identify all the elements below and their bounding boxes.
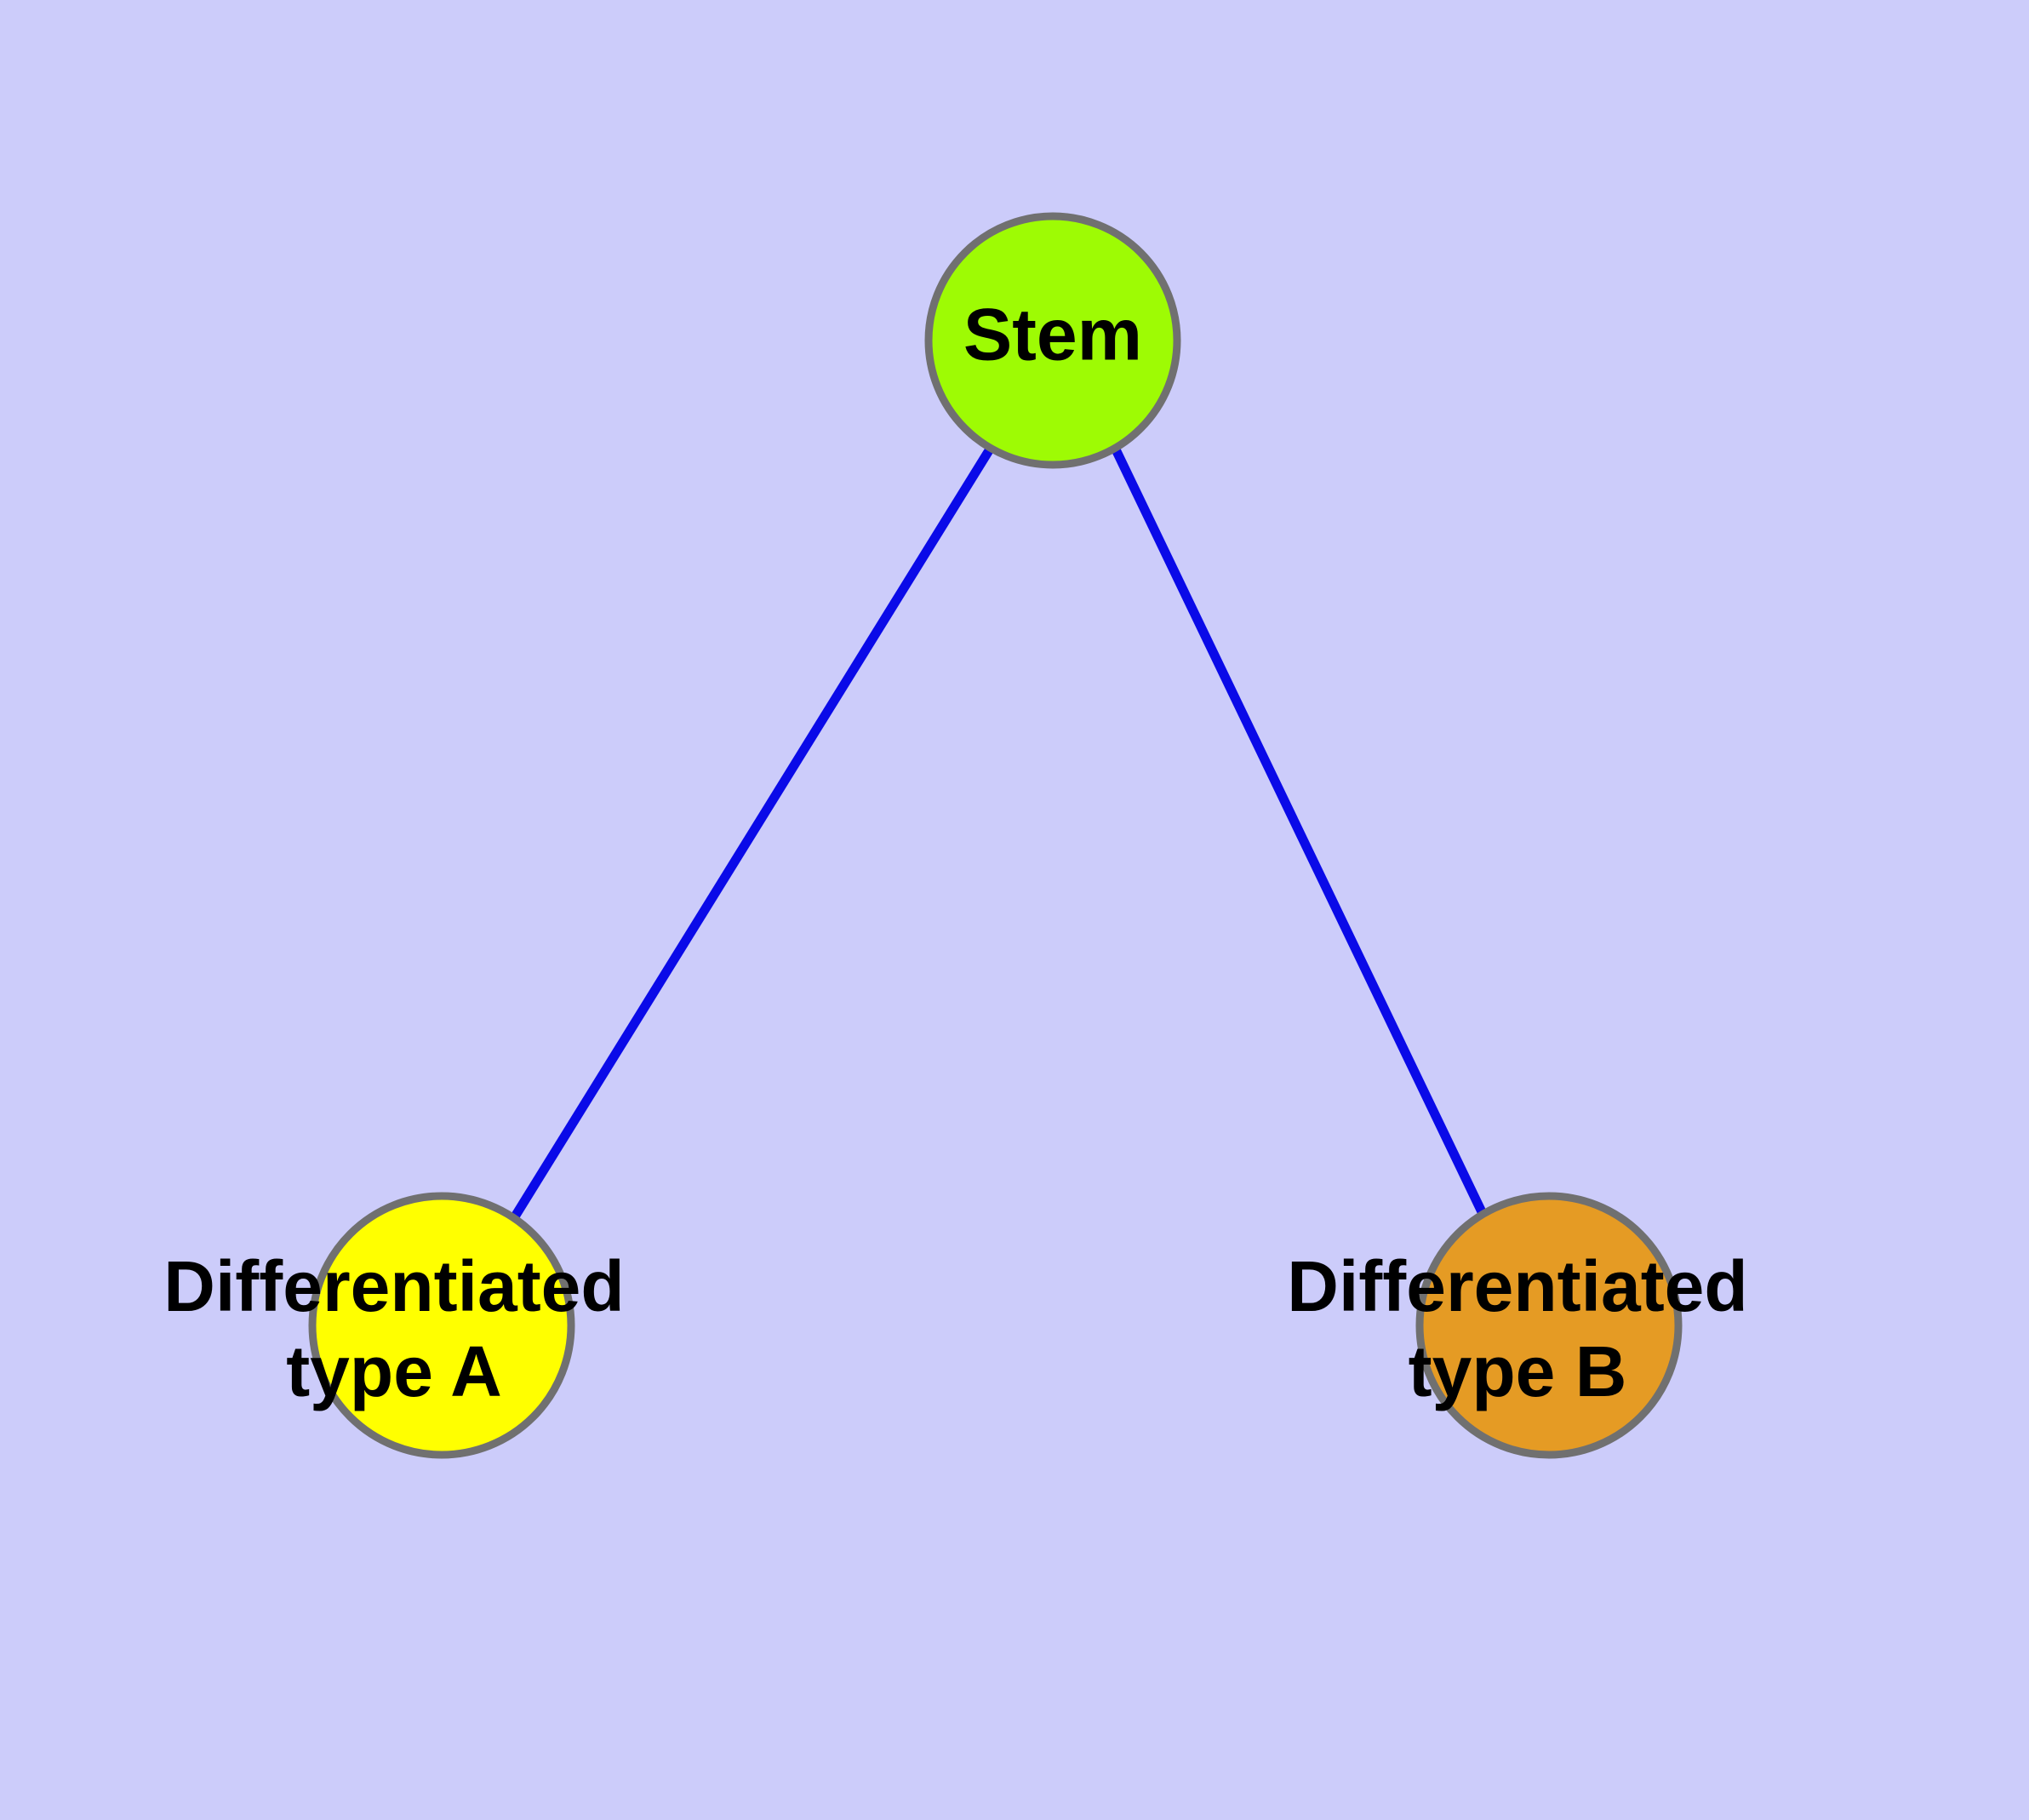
edge-layer bbox=[508, 445, 1490, 1223]
node-differentiated-type-a-label-line2: type A bbox=[286, 1331, 502, 1411]
node-layer bbox=[308, 212, 1683, 1459]
node-differentiated-type-b-circle[interactable] bbox=[1415, 1192, 1683, 1459]
node-stem-label: Stem bbox=[963, 295, 1142, 376]
edge-stem-to-differentiated-type-b[interactable] bbox=[1111, 445, 1490, 1223]
label-layer: Stem Differentiated type A Differentiate… bbox=[163, 295, 1747, 1411]
edge-stem-to-differentiated-type-a[interactable] bbox=[508, 445, 995, 1223]
node-differentiated-type-a-circle[interactable] bbox=[308, 1192, 575, 1459]
node-differentiated-type-b-label-line2: type B bbox=[1409, 1331, 1627, 1411]
node-stem-circle[interactable] bbox=[924, 212, 1181, 469]
node-differentiated-type-a-label-line1: Differentiated bbox=[163, 1246, 624, 1326]
node-differentiated-type-b-label-line1: Differentiated bbox=[1287, 1246, 1747, 1326]
